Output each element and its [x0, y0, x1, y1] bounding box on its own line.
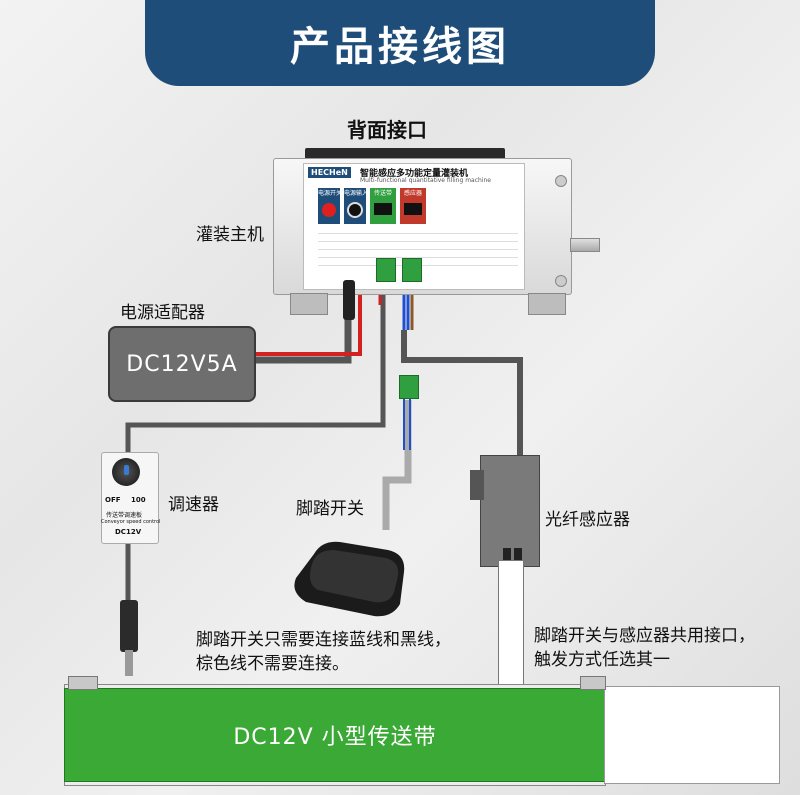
- screw-icon: [555, 175, 567, 187]
- fiber-sensor-label: 光纤感应器: [545, 510, 630, 530]
- dc-jack-icon: [347, 202, 363, 218]
- speed-controller-label: 调速器: [168, 495, 219, 515]
- unit-rear-panel: [303, 163, 525, 290]
- conveyor-belt: DC12V 小型传送带: [64, 688, 606, 782]
- terminal-icon: [404, 203, 422, 215]
- cable-adapter-red: [252, 290, 362, 356]
- foot-pedal[interactable]: [282, 520, 412, 620]
- conveyor-end-section: [604, 686, 780, 784]
- conveyor-terminal-block[interactable]: [376, 258, 396, 282]
- speed-board-name-en: Conveyor speed control: [101, 519, 161, 525]
- dc-plug-tip: [125, 650, 133, 676]
- conveyor-dc-plug: [120, 600, 138, 652]
- unit-subtitle: Multi-functional quantitative filling ma…: [360, 177, 491, 184]
- cable-speed-controller: [125, 290, 386, 452]
- cable-foot-switch: [382, 400, 412, 530]
- power-adapter: DC12V5A: [108, 326, 256, 402]
- foot-switch-label: 脚踏开关: [296, 499, 364, 519]
- speed-board-voltage: DC12V: [115, 528, 142, 536]
- brand-logo: HECHeN: [308, 167, 351, 178]
- power-adapter-rating: DC12V5A: [126, 351, 238, 377]
- unit-foot-left: [290, 293, 328, 315]
- shared-interface-note: 脚踏开关与感应器共用接口， 触发方式任选其一: [534, 626, 755, 670]
- filling-nozzle: [570, 238, 600, 252]
- power-adapter-label: 电源适配器: [120, 303, 205, 323]
- speed-board-name: 传送带调速板: [106, 512, 143, 519]
- port-power-input[interactable]: 电源输入: [344, 188, 368, 224]
- conveyor-bracket: [68, 676, 98, 690]
- terminal-icon: [374, 203, 392, 215]
- fiber-port-icon: [503, 548, 511, 564]
- conveyor-label: DC12V 小型传送带: [233, 725, 437, 750]
- foot-switch-note: 脚踏开关只需要连接蓝线和黑线， 棕色线不需要连接。: [196, 630, 451, 674]
- foot-switch-terminal[interactable]: [399, 375, 419, 399]
- speed-off-label: OFF: [105, 496, 121, 504]
- unit-title: 智能感应多功能定量灌装机: [360, 169, 469, 179]
- dc-plug: [343, 280, 355, 320]
- fiber-probe: [498, 560, 524, 697]
- main-unit-label: 灌装主机: [196, 225, 264, 245]
- conveyor-bracket: [580, 676, 606, 690]
- cable-sensor: [401, 330, 523, 458]
- sensor-terminal-block[interactable]: [402, 258, 422, 282]
- fiber-port-icon: [514, 548, 522, 564]
- port-power-switch[interactable]: 电源开关: [318, 188, 342, 224]
- sensor-clip: [470, 470, 484, 500]
- port-sensor[interactable]: 感应器: [400, 188, 426, 224]
- page-title: 产品接线图: [290, 24, 510, 70]
- knob-indicator-icon: [124, 465, 129, 475]
- screw-icon: [555, 275, 567, 287]
- back-interface-label: 背面接口: [347, 118, 427, 142]
- power-switch-icon: [322, 203, 336, 217]
- speed-max-label: 100: [131, 496, 146, 504]
- unit-foot-right: [528, 293, 566, 315]
- header-banner: 产品接线图: [145, 0, 655, 86]
- port-conveyor[interactable]: 传送带: [370, 188, 396, 224]
